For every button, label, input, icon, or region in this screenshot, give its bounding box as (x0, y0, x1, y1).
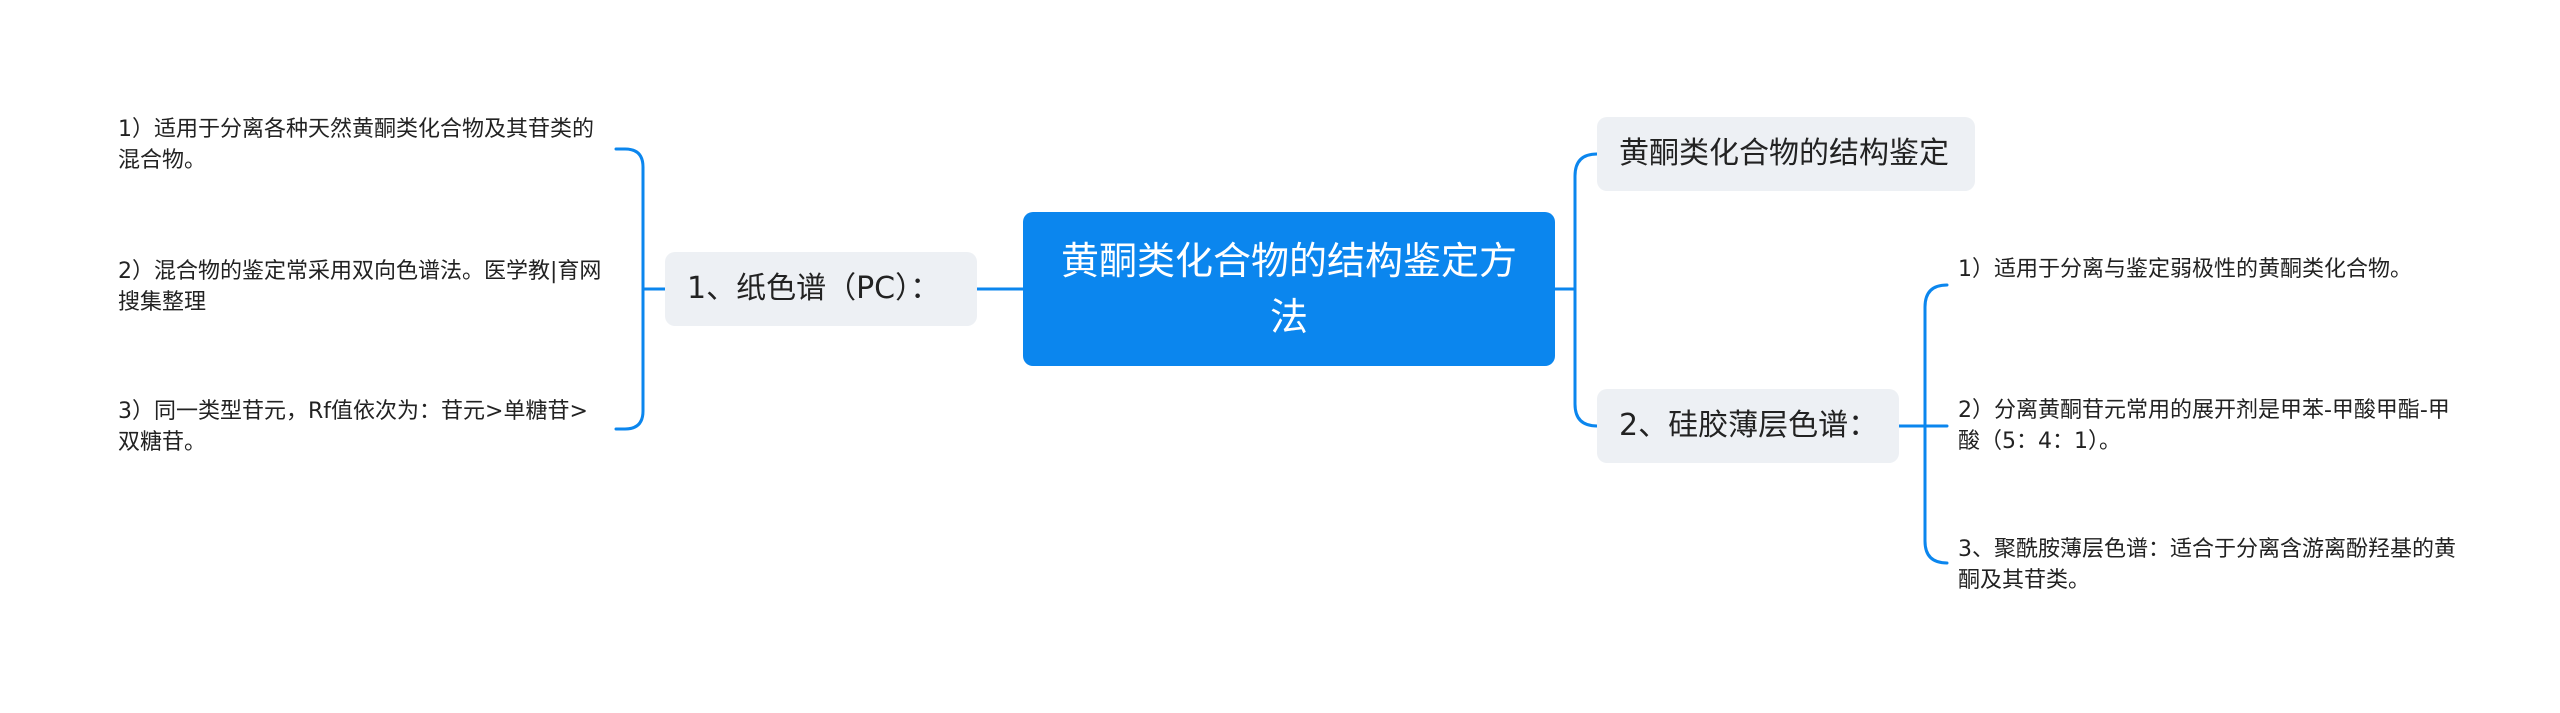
branch-paper-chromatography[interactable]: 1、纸色谱（PC）： (665, 252, 977, 326)
leaf-right-3[interactable]: 3、聚酰胺薄层色谱：适合于分离含游离酚羟基的黄酮及其苷类。 (1958, 534, 2458, 596)
left-bracket (614, 147, 645, 431)
root-node[interactable]: 黄酮类化合物的结构鉴定方法 (1023, 212, 1555, 366)
branch-structure-identification[interactable]: 黄酮类化合物的结构鉴定 (1597, 117, 1975, 191)
leaf-text: 3）同一类型苷元，Rf值依次为：苷元>单糖苷>双糖苷。 (118, 399, 588, 455)
leaf-left-2[interactable]: 2）混合物的鉴定常采用双向色谱法。医学教|育网搜集整理 (118, 256, 606, 318)
leaf-text: 3、聚酰胺薄层色谱：适合于分离含游离酚羟基的黄酮及其苷类。 (1958, 537, 2456, 593)
root-label: 黄酮类化合物的结构鉴定方法 (1060, 239, 1517, 339)
leaf-right-1[interactable]: 1）适用于分离与鉴定弱极性的黄酮类化合物。 (1958, 254, 2458, 285)
branch-label: 1、纸色谱（PC）： (687, 271, 941, 306)
leaf-left-3[interactable]: 3）同一类型苷元，Rf值依次为：苷元>单糖苷>双糖苷。 (118, 396, 606, 458)
leaf-right-2[interactable]: 2）分离黄酮苷元常用的展开剂是甲苯-甲酸甲酯-甲酸（5：4：1）。 (1958, 395, 2458, 457)
leaf-text: 1）适用于分离与鉴定弱极性的黄酮类化合物。 (1958, 257, 2412, 282)
branch-silica-tlc[interactable]: 2、硅胶薄层色谱： (1597, 389, 1899, 463)
leaf-text: 2）分离黄酮苷元常用的展开剂是甲苯-甲酸甲酯-甲酸（5：4：1）。 (1958, 398, 2450, 454)
branch-label: 2、硅胶薄层色谱： (1619, 408, 1879, 443)
leaf-text: 2）混合物的鉴定常采用双向色谱法。医学教|育网搜集整理 (118, 259, 602, 315)
leaf-text: 1）适用于分离各种天然黄酮类化合物及其苷类的混合物。 (118, 117, 594, 173)
right-leaf-bracket (1923, 283, 1949, 565)
leaf-left-1[interactable]: 1）适用于分离各种天然黄酮类化合物及其苷类的混合物。 (118, 114, 606, 176)
branch-label: 黄酮类化合物的结构鉴定 (1619, 136, 1949, 171)
right-bracket (1573, 152, 1599, 428)
